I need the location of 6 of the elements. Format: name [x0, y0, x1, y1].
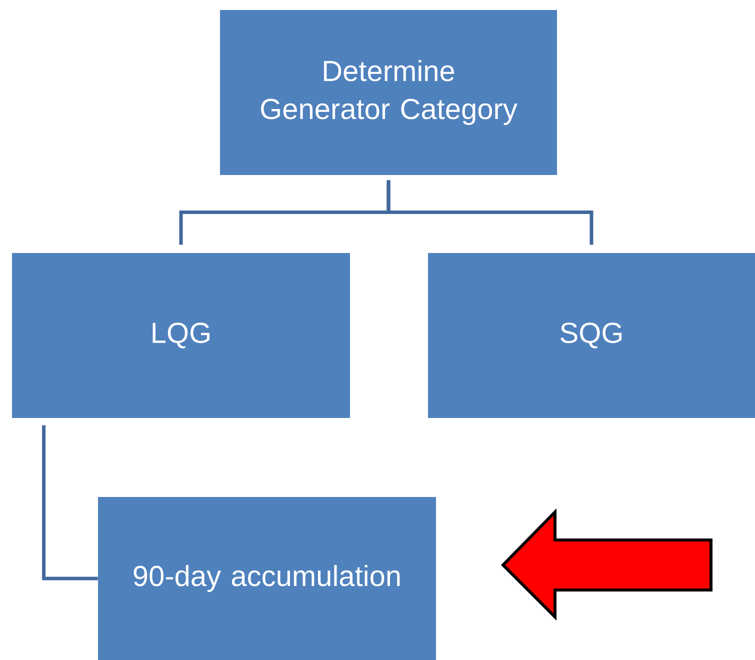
process-box: Determine Generator Category	[220, 10, 557, 175]
connector-line	[42, 425, 98, 580]
connector-line	[386, 180, 594, 245]
process-box: SQG	[428, 253, 755, 418]
process-box: LQG	[12, 253, 350, 418]
process-box: 90-day accumulation	[98, 497, 436, 660]
